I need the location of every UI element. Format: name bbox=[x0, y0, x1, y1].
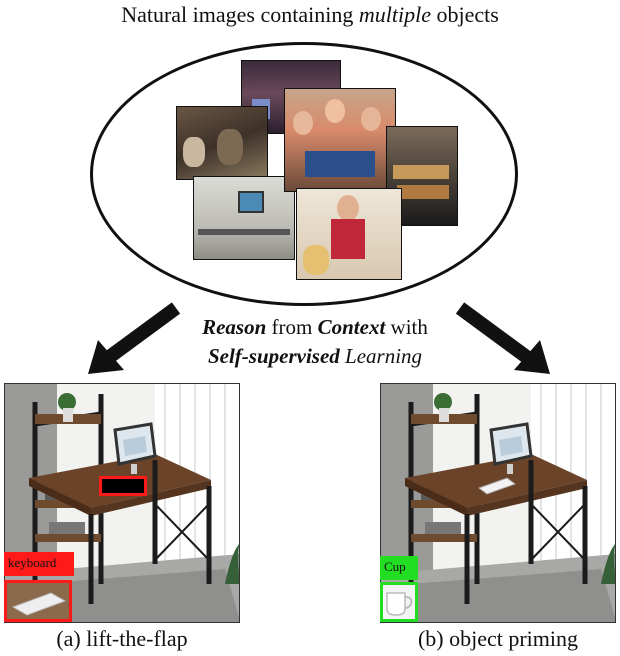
caption-lift-the-flap: (a) lift-the-flap bbox=[4, 626, 240, 652]
reason-from: from bbox=[266, 315, 317, 339]
learning-word: Learning bbox=[340, 344, 422, 368]
reason-with: with bbox=[385, 315, 428, 339]
photo-office bbox=[193, 176, 295, 260]
keyboard-object-icon bbox=[477, 476, 517, 496]
title-prefix: Natural images containing bbox=[121, 2, 359, 27]
context-word: Context bbox=[318, 315, 386, 339]
title-emphasis: multiple bbox=[359, 2, 431, 27]
reason-word: Reason bbox=[202, 315, 266, 339]
diagram-title: Natural images containing multiple objec… bbox=[0, 2, 620, 28]
reason-caption: Reason from Context with Self-supervised… bbox=[160, 313, 470, 371]
photo-kids bbox=[296, 188, 402, 280]
photo-restaurant bbox=[176, 106, 268, 180]
self-supervised-word: Self-supervised bbox=[208, 344, 340, 368]
reason-line-1: Reason from Context with bbox=[160, 313, 470, 342]
caption-object-priming: (b) object priming bbox=[380, 626, 616, 652]
title-suffix: objects bbox=[431, 2, 499, 27]
keyboard-crop bbox=[4, 580, 72, 622]
masked-keyboard-box bbox=[99, 476, 147, 496]
cup-icon bbox=[383, 585, 415, 619]
cup-crop bbox=[380, 582, 418, 622]
photo-collage bbox=[160, 58, 460, 280]
keyboard-icon bbox=[7, 583, 69, 619]
cup-label: Cup bbox=[380, 556, 418, 580]
keyboard-label: keyboard bbox=[4, 552, 74, 576]
photo-dinner bbox=[284, 88, 396, 192]
reason-line-2: Self-supervised Learning bbox=[160, 342, 470, 371]
